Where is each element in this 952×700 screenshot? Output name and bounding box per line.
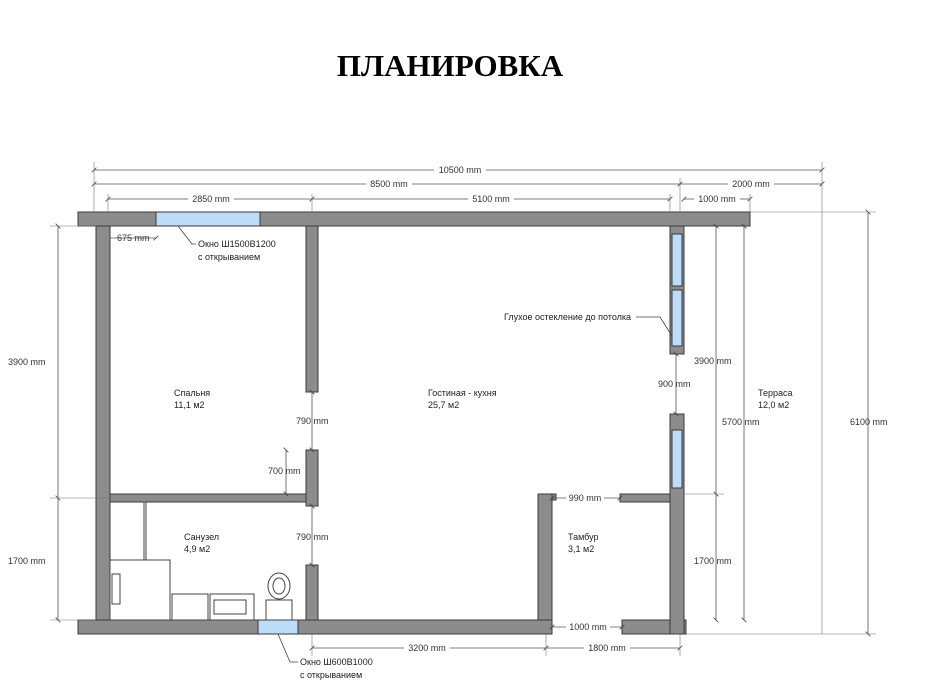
left-wall xyxy=(95,225,111,621)
room-living-name: Гостиная - кухня xyxy=(428,388,497,398)
bedroom-partition-upper xyxy=(305,225,319,393)
dim-main-width: 8500 mm xyxy=(370,179,408,189)
bottom-wall-left xyxy=(77,619,553,635)
dim-living-width: 5100 mm xyxy=(472,194,510,204)
dim-bottom-right: 1800 mm xyxy=(588,643,626,653)
dim-door-lower: 790 mm xyxy=(296,532,329,542)
dim-door-upper: 790 mm xyxy=(296,416,329,426)
dim-tambur-top: 1000 mm xyxy=(698,194,736,204)
room-terrace-area: 12,0 м2 xyxy=(758,400,789,410)
toilet-tank xyxy=(265,599,293,621)
room-bedroom-area: 11,1 м2 xyxy=(174,400,205,410)
dim-bedroom-width: 2850 mm xyxy=(192,194,230,204)
page-title: ПЛАНИРОВКА xyxy=(336,48,564,83)
bottom-window xyxy=(257,619,299,635)
dim-total-height: 6100 mm xyxy=(850,417,888,427)
bathroom-partition-lower xyxy=(305,564,319,621)
dim-window-offset: 675 mm xyxy=(117,233,150,243)
room-bedroom-name: Спальня xyxy=(174,388,210,398)
dimension-labels: 10500 mm 8500 mm 2000 mm 2850 mm 5100 mm… xyxy=(8,165,888,653)
room-bathroom-area: 4,9 м2 xyxy=(184,544,210,554)
dim-terrace-width: 2000 mm xyxy=(732,179,770,189)
walls xyxy=(77,211,751,635)
cabinet xyxy=(171,593,209,621)
glazing-panel-1 xyxy=(671,233,683,287)
tambur-top-wall xyxy=(619,493,671,503)
note-top-window-2: с открыванием xyxy=(198,252,260,262)
dim-right-upper: 3900 mm xyxy=(694,356,732,366)
room-tambur-name: Тамбур xyxy=(568,532,599,542)
dim-left-upper: 3900 mm xyxy=(8,357,46,367)
note-bottom-window-1: Окно Ш600В1000 xyxy=(300,657,373,667)
bathroom-fixtures xyxy=(109,501,293,621)
glazing-panel-2 xyxy=(671,289,683,347)
room-living-area: 25,7 м2 xyxy=(428,400,459,410)
dim-right-window-gap: 900 mm xyxy=(658,379,691,389)
dim-total-width: 10500 mm xyxy=(439,165,482,175)
tambur-left-stub xyxy=(551,493,557,501)
annotations: Окно Ш1500В1200 с открыванием Глухое ост… xyxy=(198,239,631,680)
room-terrace-name: Терраса xyxy=(758,388,793,398)
note-bottom-window-2: с открыванием xyxy=(300,670,362,680)
terrace-outline xyxy=(686,211,823,635)
top-window xyxy=(155,211,261,227)
shower-partition xyxy=(143,501,147,561)
bedroom-partition-middle xyxy=(305,449,319,507)
dim-bottom-door: 1000 mm xyxy=(569,622,607,632)
room-bathroom-name: Санузел xyxy=(184,532,219,542)
dim-tambur-door: 990 mm xyxy=(569,493,602,503)
windows xyxy=(155,211,683,635)
room-tambur-area: 3,1 м2 xyxy=(568,544,594,554)
note-top-window-1: Окно Ш1500В1200 xyxy=(198,239,276,249)
dim-left-lower: 1700 mm xyxy=(8,556,46,566)
shower-cabin xyxy=(109,559,171,621)
dim-terrace-inner: 5700 mm xyxy=(722,417,760,427)
leader-lines xyxy=(177,225,673,663)
room-labels: Спальня 11,1 м2 Гостиная - кухня 25,7 м2… xyxy=(174,388,793,554)
bedroom-bathroom-wall xyxy=(109,493,307,503)
glazing-panel-3 xyxy=(671,429,683,489)
tambur-left-wall xyxy=(537,493,553,621)
dim-right-lower: 1700 mm xyxy=(694,556,732,566)
dim-bottom-left: 3200 mm xyxy=(408,643,446,653)
note-glazing: Глухое остекление до потолка xyxy=(504,312,631,322)
dim-wall-gap: 700 mm xyxy=(268,466,301,476)
